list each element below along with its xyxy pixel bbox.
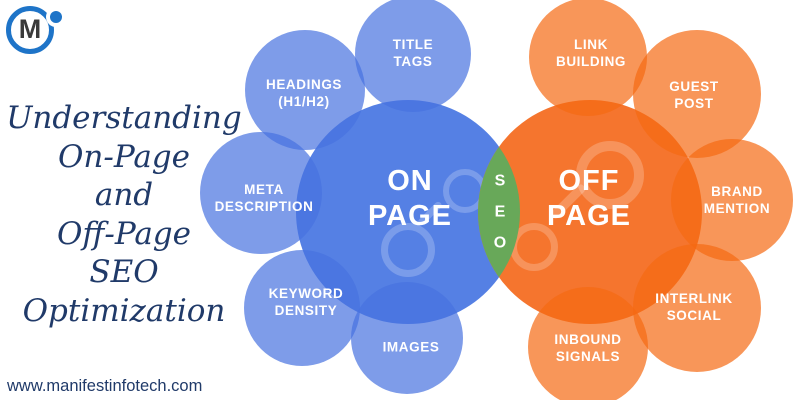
label-headings: HEADINGS (H1/H2) — [265, 77, 343, 109]
website-url: www.manifestinfotech.com — [7, 377, 203, 395]
circle-keyword-density — [244, 250, 360, 366]
circle-title-tags — [355, 0, 471, 112]
circle-brand-mention — [671, 139, 793, 261]
circle-guest-post — [633, 30, 761, 158]
circle-inbound-signals — [528, 287, 648, 400]
label-brand-mention: BRAND MENTION — [703, 184, 771, 216]
label-images: IMAGES — [382, 339, 440, 355]
label-interlink-social: INTERLINK SOCIAL — [655, 291, 733, 323]
logo: M — [6, 4, 70, 66]
circle-interlink-social — [633, 244, 761, 372]
label-guest-post: GUEST POST — [669, 79, 719, 111]
circle-headings — [245, 30, 365, 150]
logo-letter: M — [18, 13, 42, 44]
label-off-page: OFF PAGE — [546, 165, 632, 232]
label-on-page: ON PAGE — [367, 165, 453, 232]
label-inbound-signals: INBOUND SIGNALS — [554, 332, 622, 364]
decor-ring-icon — [576, 141, 644, 209]
label-seo: S E O — [493, 172, 507, 252]
label-title-tags: TITLE TAGS — [392, 37, 434, 69]
label-meta-description: META DESCRIPTION — [214, 182, 314, 214]
circle-link-building — [529, 0, 647, 116]
circle-meta-description — [200, 132, 322, 254]
logo-ring-icon: M — [6, 6, 54, 54]
decor-ring-icon — [381, 223, 435, 277]
label-keyword-density: KEYWORD DENSITY — [268, 286, 344, 318]
logo-dot-icon — [50, 11, 62, 23]
circle-images — [351, 282, 463, 394]
label-link-building: LINK BUILDING — [555, 37, 627, 69]
page-title: Understanding On-Page and Off-Page SEO O… — [6, 100, 242, 329]
